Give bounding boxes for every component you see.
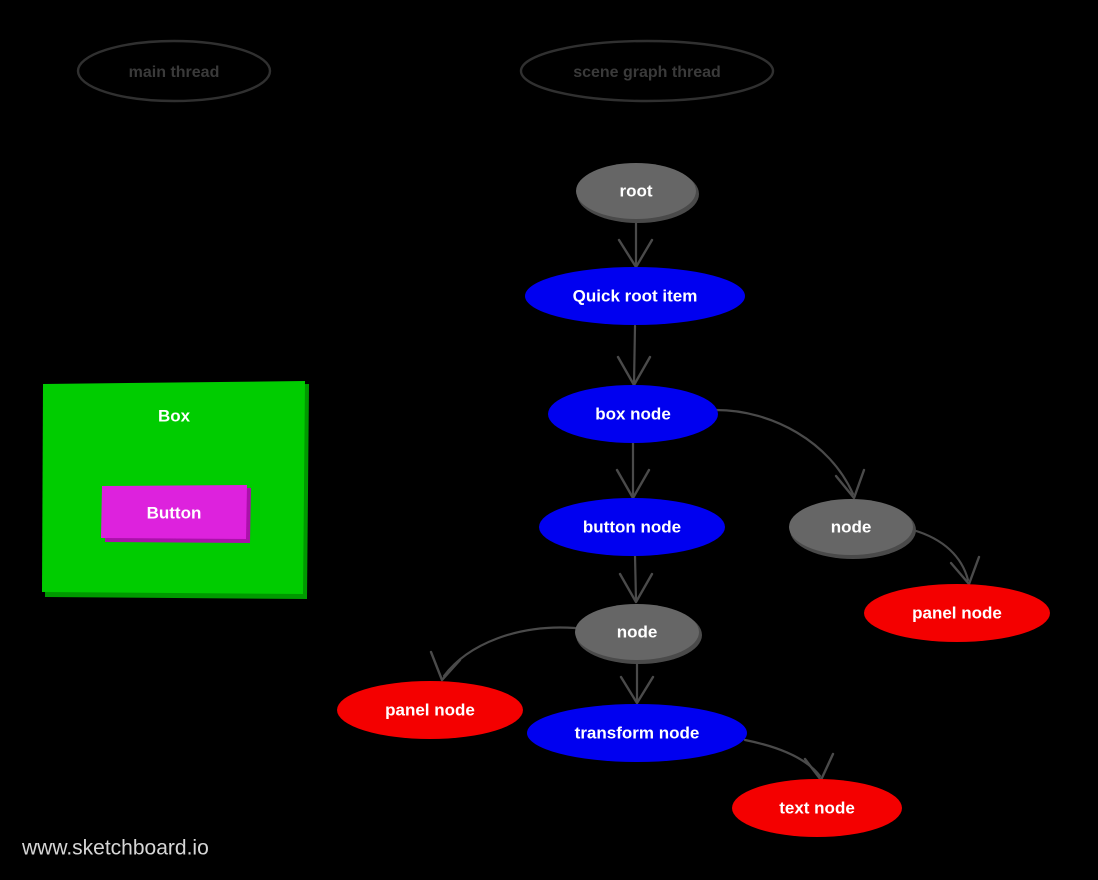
edge-box-node-to-node-right bbox=[714, 408, 866, 500]
node-quick-root-item[interactable]: Quick root item bbox=[525, 267, 745, 325]
button-fill bbox=[101, 485, 247, 539]
arrowhead-icon bbox=[619, 675, 655, 705]
node-quick-root-item-ellipse bbox=[525, 267, 745, 325]
edge-button-node-to-node-middle bbox=[618, 554, 654, 604]
edges-layer bbox=[429, 219, 981, 782]
node-panel-node-left[interactable]: panel node bbox=[337, 681, 523, 739]
edge-quick-root-item-to-box-node bbox=[616, 324, 652, 387]
arrowhead-icon bbox=[429, 650, 462, 682]
main-thread-label: main thread bbox=[129, 64, 220, 81]
main-thread-ellipse bbox=[76, 39, 272, 103]
edge-box-node-to-button-node bbox=[615, 441, 651, 500]
node-node-right-ellipse bbox=[789, 499, 913, 555]
node-box-node-ellipse bbox=[548, 385, 718, 443]
arrowhead-icon bbox=[615, 468, 651, 500]
edge-node-middle-to-panel-node-left bbox=[429, 626, 577, 682]
node-box-node[interactable]: box node bbox=[548, 385, 718, 443]
swimlane-main-thread[interactable]: main thread bbox=[76, 39, 272, 103]
node-node-right[interactable]: node bbox=[789, 499, 916, 559]
edge-root-to-quick-root-item bbox=[617, 219, 654, 269]
scene-graph-thread-label: scene graph thread bbox=[573, 64, 721, 81]
edge-node-right-to-panel-node-right bbox=[911, 528, 981, 586]
arrowhead-icon bbox=[834, 468, 866, 500]
node-root-ellipse bbox=[576, 163, 696, 219]
node-text-node[interactable]: text node bbox=[732, 779, 902, 837]
node-panel-node-right-ellipse bbox=[864, 584, 1050, 642]
edge-node-middle-to-transform-node bbox=[619, 659, 655, 705]
watermark-label: www.sketchboard.io bbox=[21, 837, 209, 860]
node-root[interactable]: root bbox=[576, 163, 699, 223]
node-panel-node-left-ellipse bbox=[337, 681, 523, 739]
arrowhead-icon bbox=[949, 555, 981, 586]
arrowhead-icon bbox=[616, 355, 652, 387]
node-node-middle-ellipse bbox=[575, 604, 699, 660]
node-button-node-ellipse bbox=[539, 498, 725, 556]
button-shape[interactable]: Button bbox=[101, 485, 251, 543]
edge-transform-node-to-text-node bbox=[743, 738, 835, 782]
node-transform-node-ellipse bbox=[527, 704, 747, 762]
scene-graph-thread-ellipse bbox=[519, 39, 775, 103]
node-panel-node-right[interactable]: panel node bbox=[864, 584, 1050, 642]
node-transform-node[interactable]: transform node bbox=[527, 704, 747, 762]
node-node-middle[interactable]: node bbox=[575, 604, 702, 664]
arrowhead-icon bbox=[803, 752, 835, 782]
node-text-node-ellipse bbox=[732, 779, 902, 837]
node-button-node[interactable]: button node bbox=[539, 498, 725, 556]
swimlane-scene-graph-thread[interactable]: scene graph thread bbox=[519, 39, 775, 103]
arrowhead-icon bbox=[617, 238, 654, 269]
arrowhead-icon bbox=[618, 572, 654, 604]
